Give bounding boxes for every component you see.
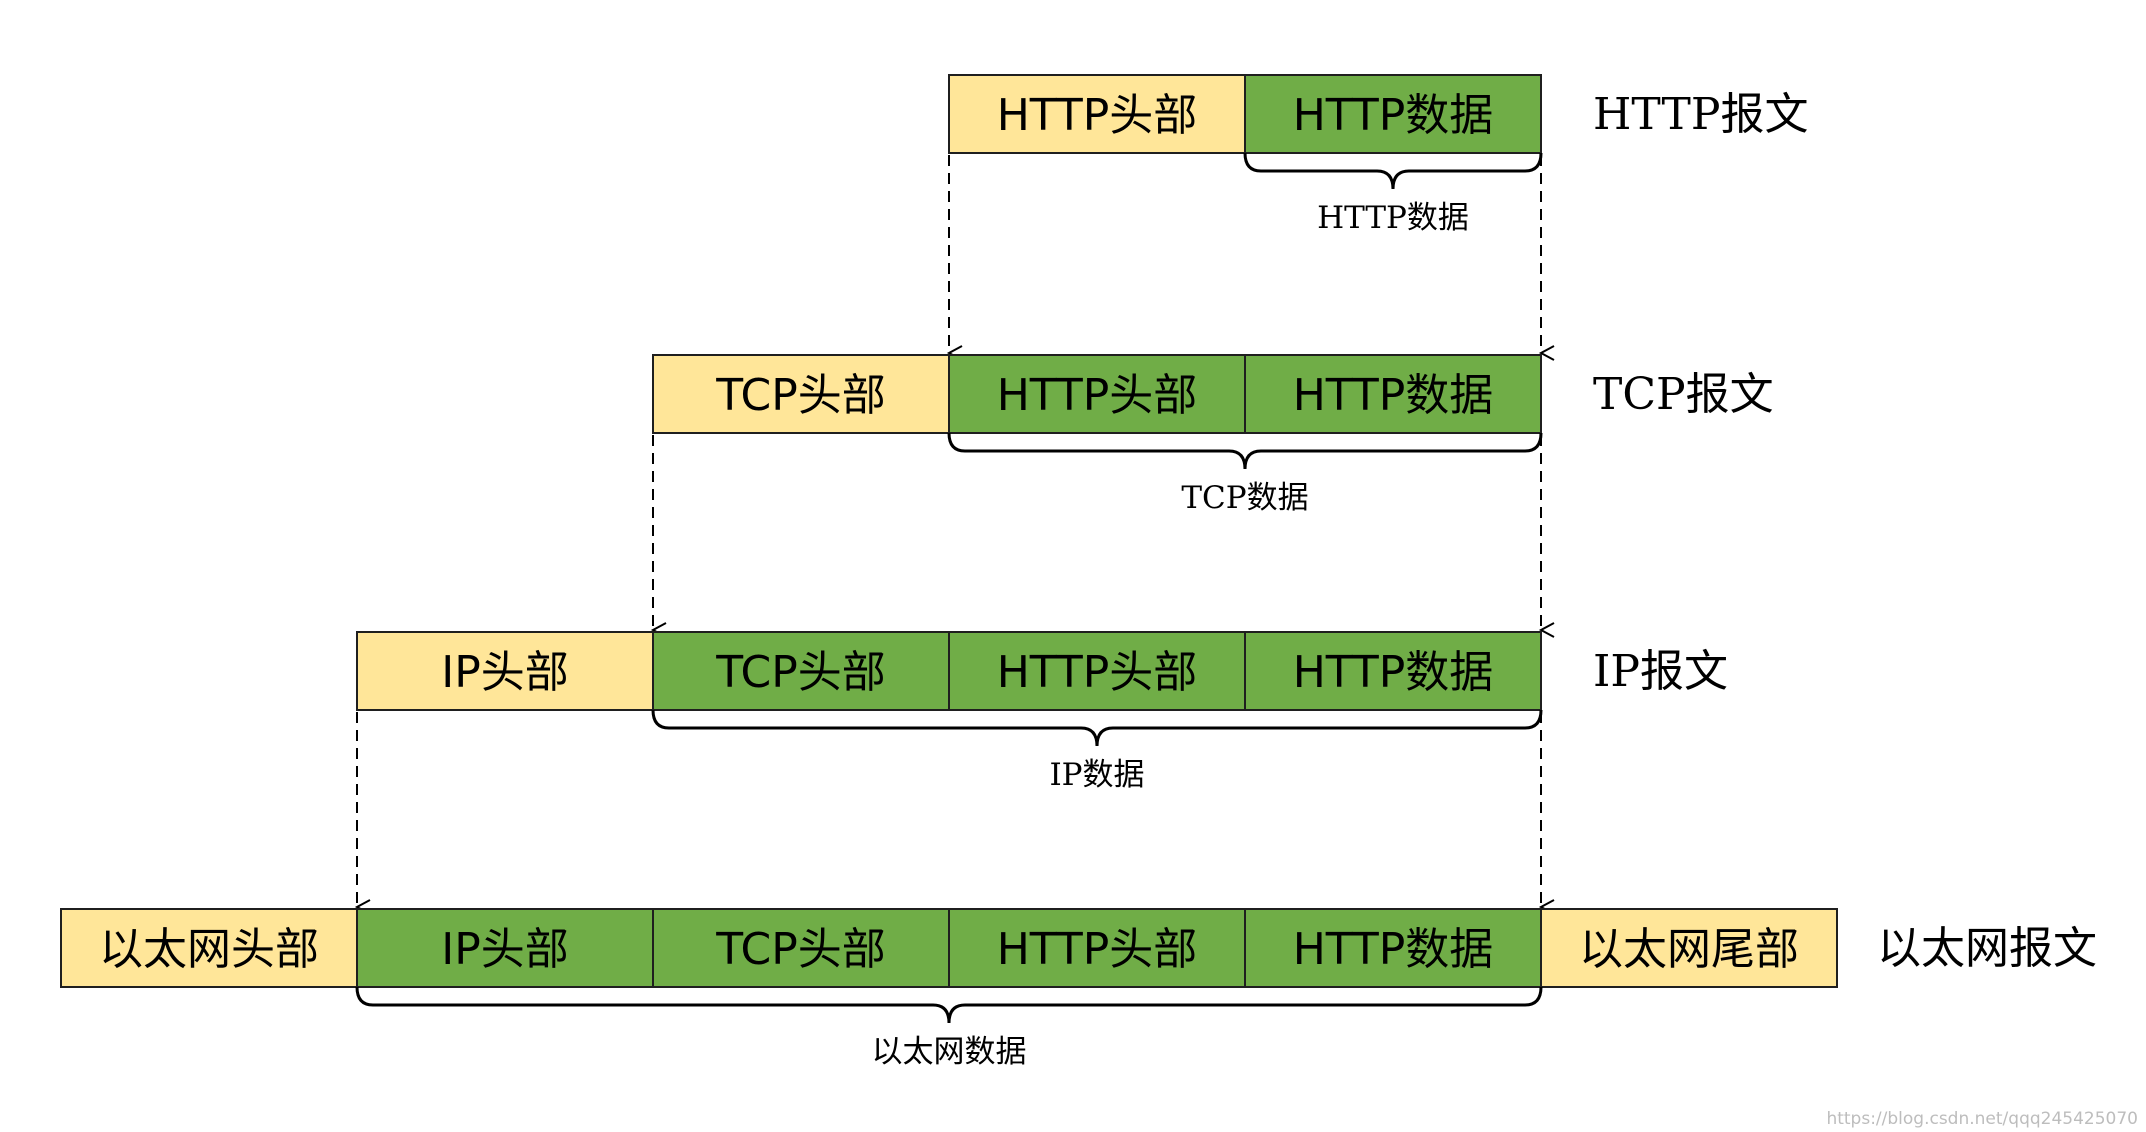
cell-box [948, 74, 1246, 154]
watermark-text: https://blog.csdn.net/qqq24542507​0 [1826, 1109, 2138, 1129]
cell-box [1540, 908, 1838, 988]
cell-label: HTTP数据 [1293, 370, 1494, 421]
cell-box [948, 631, 1246, 711]
cell-box [948, 354, 1246, 434]
cell-ip-0: IP头部 [356, 631, 654, 711]
cell-label: HTTP数据 [1293, 924, 1494, 975]
row-http: HTTP头部 HTTP数据 [948, 74, 1542, 154]
cell-label: HTTP数据 [1293, 90, 1494, 141]
cell-box [652, 908, 950, 988]
cell-label: TCP头部 [715, 370, 886, 421]
cell-box [652, 631, 950, 711]
cell-box [356, 631, 654, 711]
cell-box [1244, 354, 1542, 434]
row-label-tcp: TCP报文 [1593, 369, 1774, 420]
cell-label: 以太网头部 [99, 924, 319, 975]
cell-tcp-1: HTTP头部 [948, 354, 1246, 434]
cell-ethernet-4: HTTP数据 [1244, 908, 1542, 988]
cell-ip-3: HTTP数据 [1244, 631, 1542, 711]
cell-label: HTTP头部 [997, 370, 1198, 421]
row-label-ip: IP报文 [1593, 646, 1728, 697]
cell-ip-2: HTTP头部 [948, 631, 1246, 711]
cell-http-0: HTTP头部 [948, 74, 1246, 154]
cell-box [1244, 74, 1542, 154]
brace-label-tcp: TCP数据 [1181, 480, 1308, 516]
row-ethernet: 以太网头部 IP头部 TCP头部 HTTP头部 HTTP数据 以太网尾部 [60, 908, 1838, 988]
row-tcp: TCP头部 HTTP头部 HTTP数据 [652, 354, 1542, 434]
cell-ethernet-1: IP头部 [356, 908, 654, 988]
brace-http [1243, 152, 1543, 190]
row-label-ethernet: 以太网报文 [1877, 923, 2097, 974]
cell-label: HTTP头部 [997, 647, 1198, 698]
cell-ethernet-5: 以太网尾部 [1540, 908, 1838, 988]
row-label-http: HTTP报文 [1593, 89, 1809, 140]
cell-label: HTTP头部 [997, 924, 1198, 975]
cell-box [60, 908, 358, 988]
brace-ip [651, 709, 1543, 747]
brace-label-ip: IP数据 [1049, 757, 1144, 793]
cell-ethernet-3: HTTP头部 [948, 908, 1246, 988]
cell-tcp-2: HTTP数据 [1244, 354, 1542, 434]
cell-ethernet-2: TCP头部 [652, 908, 950, 988]
cell-label: HTTP头部 [997, 90, 1198, 141]
cell-box [1244, 631, 1542, 711]
brace-label-ethernet: 以太网数据 [872, 1034, 1027, 1070]
cell-box [652, 354, 950, 434]
cell-ip-1: TCP头部 [652, 631, 950, 711]
cell-tcp-0: TCP头部 [652, 354, 950, 434]
cell-label: 以太网尾部 [1579, 924, 1799, 975]
packet-rows: HTTP头部 HTTP数据 TCP头部 HTTP头部 HTTP数据 IP头部 TCP头部 HT… [60, 74, 1838, 988]
cell-ethernet-0: 以太网头部 [60, 908, 358, 988]
cell-box [356, 908, 654, 988]
brace-ethernet [355, 986, 1543, 1024]
cell-label: IP头部 [441, 924, 569, 975]
row-ip: IP头部 TCP头部 HTTP头部 HTTP数据 [356, 631, 1542, 711]
brace-label-http: HTTP数据 [1317, 200, 1469, 236]
cell-label: TCP头部 [715, 647, 886, 698]
brace-tcp [947, 432, 1543, 470]
cell-label: HTTP数据 [1293, 647, 1494, 698]
connector-arrows [354, 155, 1555, 915]
cell-http-1: HTTP数据 [1244, 74, 1542, 154]
cell-label: TCP头部 [715, 924, 886, 975]
cell-label: IP头部 [441, 647, 569, 698]
